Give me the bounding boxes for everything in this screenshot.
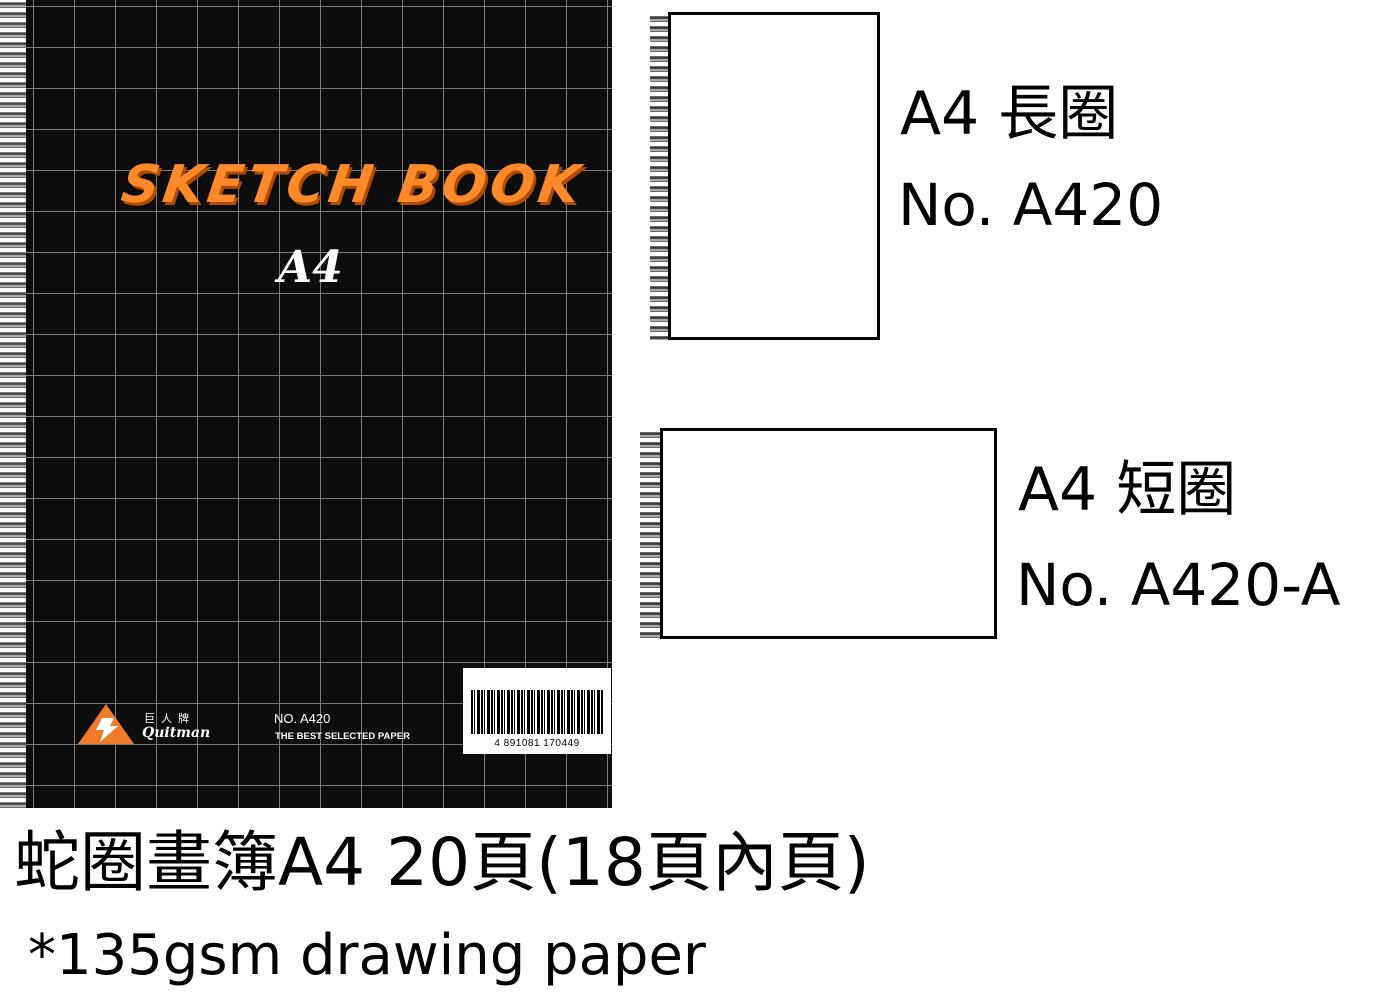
barcode-bars-icon (471, 690, 603, 734)
brand-logo-icon (78, 704, 134, 744)
brand-name-chinese: 巨人牌 (144, 712, 195, 725)
spiral-binding (0, 0, 28, 808)
variant-model-short: No. A420-A (1016, 551, 1341, 619)
product-title: 蛇圈畫簿A4 20頁(18頁內頁) (14, 824, 870, 901)
cover-grid-board: SKETCH BOOK A4 巨人牌 Quitman NO. A420 THE … (26, 0, 612, 808)
product-spec: *135gsm drawing paper (28, 923, 706, 988)
barcode-label: 4 891081 170449 (463, 668, 611, 754)
long-spiral-binding-icon (650, 14, 672, 340)
variant-model-long: No. A420 (898, 171, 1164, 239)
cover-model-number: NO. A420 (274, 711, 331, 726)
sketchbook-cover: SKETCH BOOK A4 巨人牌 Quitman NO. A420 THE … (0, 0, 612, 808)
variant-label-short: A4 短圈 (1018, 455, 1237, 525)
variant-label-long: A4 長圈 (900, 79, 1119, 149)
cover-tagline: THE BEST SELECTED PAPER (275, 731, 410, 742)
long-spiral-page-diagram (668, 12, 880, 340)
barcode-number: 4 891081 170449 (494, 738, 580, 749)
short-spiral-page-diagram (660, 428, 997, 639)
brand-name-english: Quitman (142, 725, 211, 741)
cover-size-label: A4 (278, 242, 343, 293)
cover-title: SKETCH BOOK (117, 155, 588, 215)
